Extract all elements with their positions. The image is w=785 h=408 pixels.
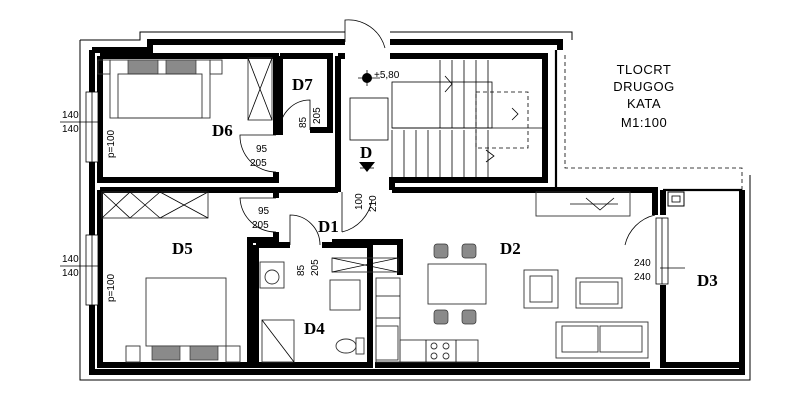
win-d6-sill: p=100 [106, 129, 117, 158]
plan-title: TLOCRT DRUGOG KATA M1:100 [613, 62, 675, 130]
win-d6-height: 140 [62, 124, 79, 135]
win-d5-height: 140 [62, 268, 79, 279]
door-d5-width: 95 [258, 206, 270, 217]
room-label-d4: D4 [304, 319, 325, 338]
title-line-3: KATA [627, 96, 661, 111]
room-label-d7: D7 [292, 75, 313, 94]
title-line-4: M1:100 [621, 115, 667, 130]
room-label-d3: D3 [697, 271, 718, 290]
room-label-d6: D6 [212, 121, 233, 140]
door-d7-height: 205 [312, 107, 323, 124]
door-entry-height: 210 [368, 195, 379, 212]
win-d5-width: 140 [62, 254, 79, 265]
door-d3-height: 240 [634, 272, 651, 283]
living-furniture [523, 191, 649, 359]
title-line-2: DRUGOG [613, 79, 675, 94]
door-d4-width: 85 [296, 264, 307, 276]
doors [239, 19, 685, 285]
door-d6-width: 95 [256, 144, 268, 155]
dining-table [427, 243, 487, 325]
room-labels: D6 D7 D D5 D1 D2 D3 D4 [172, 75, 718, 338]
door-d7-width: 85 [298, 116, 309, 128]
title-line-1: TLOCRT [617, 62, 672, 77]
door-d3-width: 240 [634, 258, 651, 269]
level-label: +5,80 [374, 70, 400, 81]
door-d6-height: 205 [250, 158, 267, 169]
room-label-d1: D1 [318, 217, 339, 236]
kitchen [375, 277, 479, 363]
dimension-labels: +5,80 140 140 140 140 p=100 p=100 95 205… [62, 70, 651, 302]
room-label-d5: D5 [172, 239, 193, 258]
interior-walls [97, 53, 742, 368]
bed-d5 [101, 191, 241, 363]
bed-d6 [97, 57, 273, 121]
door-d4-height: 205 [310, 259, 321, 276]
door-d5-height: 205 [252, 220, 269, 231]
win-d5-sill: p=100 [106, 273, 117, 302]
stairs [349, 60, 542, 178]
room-label-d2: D2 [500, 239, 521, 258]
win-d6-width: 140 [62, 110, 79, 121]
windows [60, 91, 99, 306]
door-entry-width: 100 [354, 193, 365, 210]
bathroom-fixtures [259, 257, 399, 363]
outer-walls [79, 31, 751, 381]
room-label-d: D [360, 143, 372, 162]
light-well [554, 50, 743, 190]
